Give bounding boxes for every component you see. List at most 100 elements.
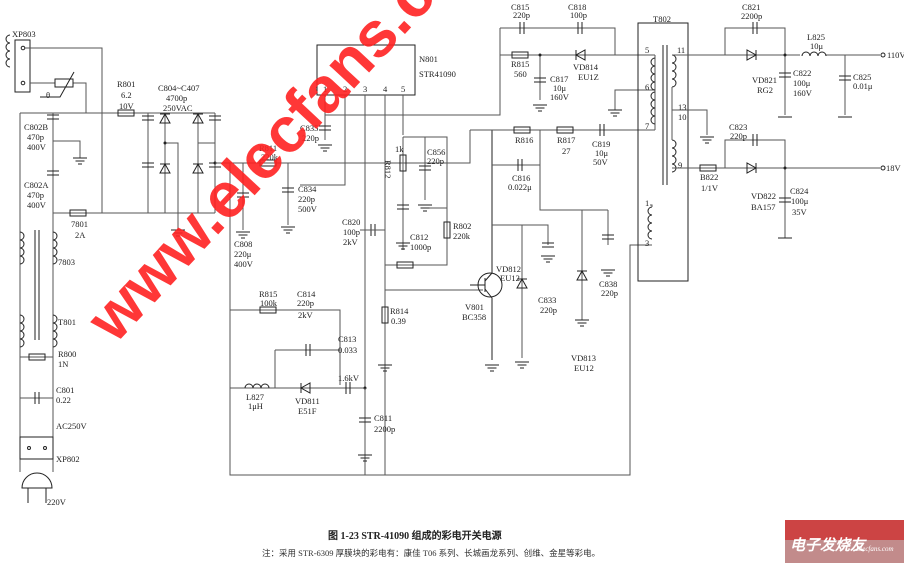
label-pin-3: 3	[363, 84, 367, 94]
label-c814-rating: 2kV	[298, 310, 314, 320]
label-r815-value: 560	[514, 69, 527, 79]
label-t802-pin-3: 3	[645, 238, 649, 248]
label-vd811: VD811	[295, 396, 320, 406]
label-t802-pin-7: 7	[645, 121, 649, 131]
label-vd821-part: RG2	[757, 85, 773, 95]
label-c815: C815	[511, 2, 529, 12]
label-c811-value: 2200p	[374, 424, 395, 434]
label-t802-pin-5: 5	[645, 45, 649, 55]
label-c802a-rating: 400V	[27, 200, 47, 210]
label-n801-part: STR41090	[419, 69, 456, 79]
label-c819-value: 10μ	[595, 148, 609, 158]
label-r800-value: 1N	[58, 359, 68, 369]
label-220v: 220V	[47, 497, 67, 507]
label-c838: C838	[599, 279, 617, 289]
label-b822: B822	[700, 172, 718, 182]
component-labels: XP803 θ R801 6.2 10V C804~C407 4700p 250…	[12, 2, 904, 507]
label-vd813-part: EU12	[574, 363, 594, 373]
label-t801: T801	[58, 317, 76, 327]
label-c835-value: 220p	[302, 133, 319, 143]
label-vd821: VD821	[752, 75, 777, 85]
label-1-6kv: 1.6kV	[338, 373, 360, 383]
label-c824: C824	[790, 186, 809, 196]
label-7801-rating: 2A	[75, 230, 86, 240]
label-c804: C804~C407	[158, 83, 199, 93]
label-theta: θ	[46, 90, 50, 100]
label-v801: V801	[465, 302, 484, 312]
label-c802b-rating: 400V	[27, 142, 47, 152]
label-c818-value: 100p	[570, 10, 587, 20]
label-c834-value: 220p	[298, 194, 315, 204]
label-c820-value: 100p	[343, 227, 360, 237]
label-7801: 7801	[71, 219, 88, 229]
label-c808-value: 220μ	[234, 249, 252, 259]
label-c804-rating: 250VAC	[163, 103, 193, 113]
label-c817-rating: 160V	[550, 92, 570, 102]
label-t802-pin-9: 9	[678, 160, 682, 170]
label-c814: C814	[297, 289, 316, 299]
control-section	[215, 21, 656, 476]
label-c802b-value: 470p	[27, 132, 44, 142]
label-r815-b: R815	[259, 289, 277, 299]
label-c833: C833	[538, 295, 556, 305]
label-c811: C811	[374, 413, 392, 423]
label-c816: C816	[512, 173, 530, 183]
label-r816: R816	[515, 135, 533, 145]
label-c822-rating: 160V	[793, 88, 813, 98]
label-c856-value: 220p	[427, 156, 444, 166]
label-c801: C801	[56, 385, 74, 395]
label-r817: R817	[557, 135, 575, 145]
label-c821-value: 2200p	[741, 11, 762, 21]
label-c820: C820	[342, 217, 360, 227]
label-c825: C825	[853, 72, 871, 82]
label-c817: C817	[550, 74, 568, 84]
label-vd814: VD814	[573, 62, 599, 72]
label-vd812-part: EU12	[500, 273, 520, 283]
label-c822: C822	[793, 68, 811, 78]
label-r815: R815	[511, 59, 529, 69]
label-c802a: C802A	[24, 180, 49, 190]
label-r817-value: 27	[562, 146, 571, 156]
label-c813: C813	[338, 334, 356, 344]
figure-caption: 图 1-23 STR-41090 组成的彩电开关电源	[328, 529, 502, 542]
label-l825: L825	[807, 32, 825, 42]
label-pin-2: 2	[343, 84, 347, 94]
label-t802-pin-10: 10	[678, 112, 687, 122]
label-vd811-part: E51F	[298, 406, 317, 416]
label-xp802: XP802	[56, 454, 80, 464]
label-pin-1: 1	[323, 84, 327, 94]
label-r814-value: 0.39	[391, 316, 406, 326]
label-r800: R800	[58, 349, 76, 359]
label-r802-value: 220k	[453, 231, 471, 241]
label-110v-output: 110V	[887, 50, 904, 60]
label-18v-output: 18V	[886, 163, 902, 173]
label-c808: C808	[234, 239, 252, 249]
label-v801-part: BC358	[462, 312, 486, 322]
label-c819: C819	[592, 139, 610, 149]
label-c802a-value: 470p	[27, 190, 44, 200]
label-c835: C835	[300, 123, 318, 133]
label-r811-value: 220k	[261, 152, 279, 162]
label-c856: C856	[427, 147, 445, 157]
label-c822-value: 100μ	[793, 78, 811, 88]
label-c838-value: 220p	[601, 288, 618, 298]
label-c818: C818	[568, 2, 586, 12]
label-b822-value: 1/1V	[701, 183, 719, 193]
label-c821: C821	[742, 2, 760, 12]
label-c817-value: 10μ	[553, 83, 567, 93]
watermark: www.elecfans.com	[72, 0, 514, 355]
label-r802: R802	[453, 221, 471, 231]
label-t802-pin-1: 1	[645, 198, 649, 208]
label-vd813: VD813	[571, 353, 596, 363]
label-t802-pin-6: 6	[645, 82, 649, 92]
label-c804-value: 4700p	[166, 93, 187, 103]
label-c816-value: 0.022μ	[508, 182, 532, 192]
label-7803: 7803	[58, 257, 75, 267]
label-c823: C823	[729, 122, 747, 132]
label-c823-value: 220p	[730, 131, 747, 141]
label-vd814-part: EU1Z	[578, 72, 599, 82]
elecfans-logo: 电子发烧友 Elecfans.com	[785, 520, 904, 563]
label-c824-value: 100μ	[791, 196, 809, 206]
label-c820-rating: 2kV	[343, 237, 359, 247]
label-vd822-part: BA157	[751, 202, 776, 212]
